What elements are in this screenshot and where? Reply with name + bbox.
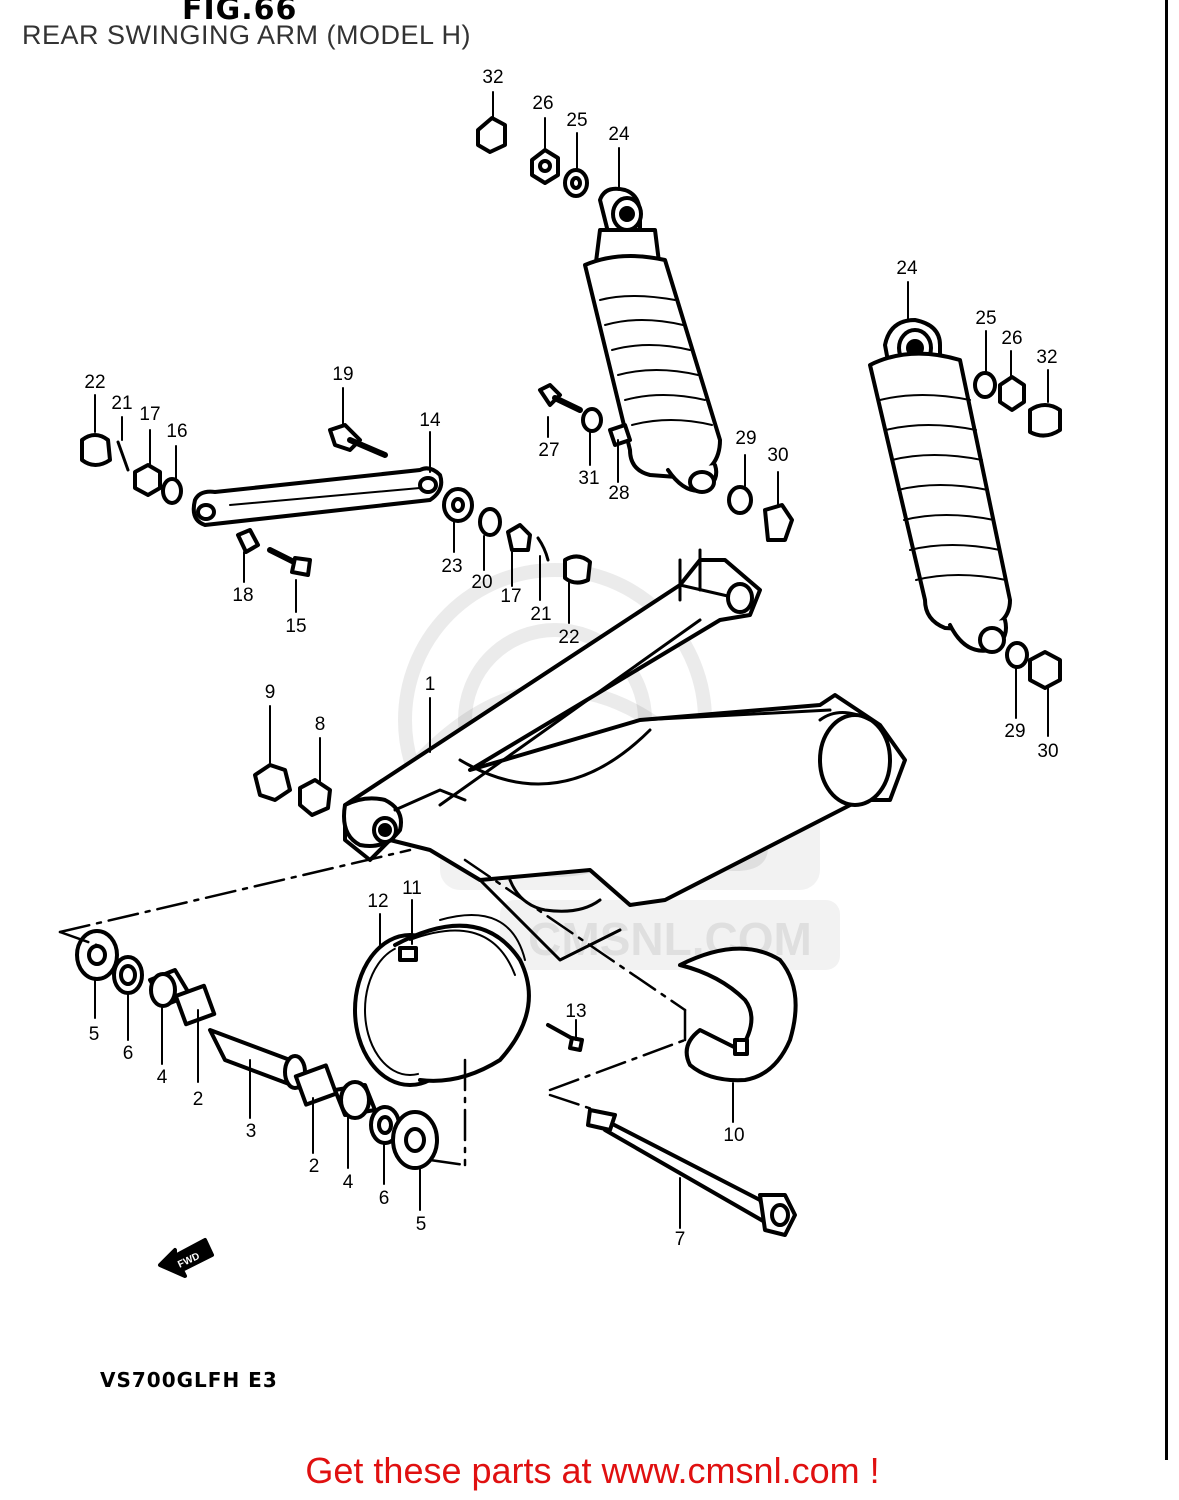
- callout-leader-lines: [94, 91, 1049, 1229]
- callout-31: 31: [578, 468, 599, 489]
- callout-27: 27: [538, 440, 559, 461]
- rear-shock-absorber-left: [583, 186, 722, 494]
- callout-29: 29: [735, 428, 756, 449]
- callout-labels: 32 26 25 24 24 25 26 32 22 21 17 16 19 1…: [84, 67, 1058, 1271]
- callout-22: 22: [558, 627, 579, 648]
- callout-16: 16: [166, 421, 187, 442]
- swing-arm: [342, 548, 907, 962]
- drive-case-cover: [678, 946, 798, 1083]
- callout-29: 29: [1004, 721, 1025, 742]
- callout-25: 25: [566, 110, 587, 131]
- figure-number: FIG.66: [182, 0, 298, 27]
- callout-7: 7: [675, 1229, 686, 1250]
- callout-8: 8: [315, 714, 326, 735]
- callout-19: 19: [332, 364, 353, 385]
- callout-28: 28: [608, 483, 629, 504]
- pivot-bearing-assembly: [75, 929, 439, 1170]
- callout-2: 2: [193, 1089, 204, 1110]
- model-code-label: VS700GLFH E3: [100, 1368, 278, 1392]
- callout-26: 26: [1001, 328, 1022, 349]
- callout-21: 21: [111, 393, 132, 414]
- callout-20: 20: [471, 572, 492, 593]
- callout-24: 24: [896, 258, 918, 279]
- callout-2: 2: [309, 1156, 320, 1177]
- callout-5: 5: [416, 1214, 427, 1235]
- callout-14: 14: [419, 410, 441, 431]
- callout-4: 4: [343, 1172, 354, 1193]
- diagram-title: REAR SWINGING ARM (MODEL H): [22, 20, 472, 50]
- callout-11: 11: [402, 878, 422, 899]
- alignment-lines: [58, 848, 687, 1167]
- callout-23: 23: [441, 556, 462, 577]
- callout-26: 26: [532, 93, 553, 114]
- callout-15: 15: [285, 616, 306, 637]
- callout-5: 5: [89, 1024, 100, 1045]
- torque-link-rod: [191, 466, 444, 527]
- callout-30: 30: [1037, 741, 1058, 762]
- forward-direction-arrow: [158, 1238, 214, 1278]
- callout-25: 25: [975, 308, 996, 329]
- small-hardware: [80, 116, 1062, 1052]
- footer-promo-link[interactable]: Get these parts at www.cmsnl.com !: [0, 1450, 1179, 1492]
- callout-17: 17: [139, 404, 160, 425]
- callout-10: 10: [723, 1125, 744, 1146]
- callout-3: 3: [246, 1121, 257, 1142]
- rubber-boot-and-band: [353, 914, 531, 1087]
- rear-shock-absorber-right: [868, 318, 1012, 654]
- callout-4: 4: [157, 1067, 168, 1088]
- callout-32: 32: [482, 67, 503, 88]
- footer-promo-text[interactable]: Get these parts at www.cmsnl.com !: [305, 1450, 880, 1491]
- callout-21: 21: [530, 604, 551, 625]
- callout-6: 6: [379, 1188, 390, 1209]
- callout-18: 18: [232, 585, 253, 606]
- callout-17: 17: [500, 586, 521, 607]
- pivot-shaft: [586, 1108, 797, 1237]
- callout-13: 13: [565, 1001, 586, 1022]
- page-border-line: [1165, 0, 1168, 1460]
- callout-1: 1: [425, 674, 436, 695]
- callout-6: 6: [123, 1043, 134, 1064]
- callout-30: 30: [767, 445, 788, 466]
- callout-24: 24: [608, 124, 630, 145]
- callout-22: 22: [84, 372, 105, 393]
- callout-9: 9: [265, 682, 276, 703]
- callout-12: 12: [367, 891, 388, 912]
- callout-32: 32: [1036, 347, 1057, 368]
